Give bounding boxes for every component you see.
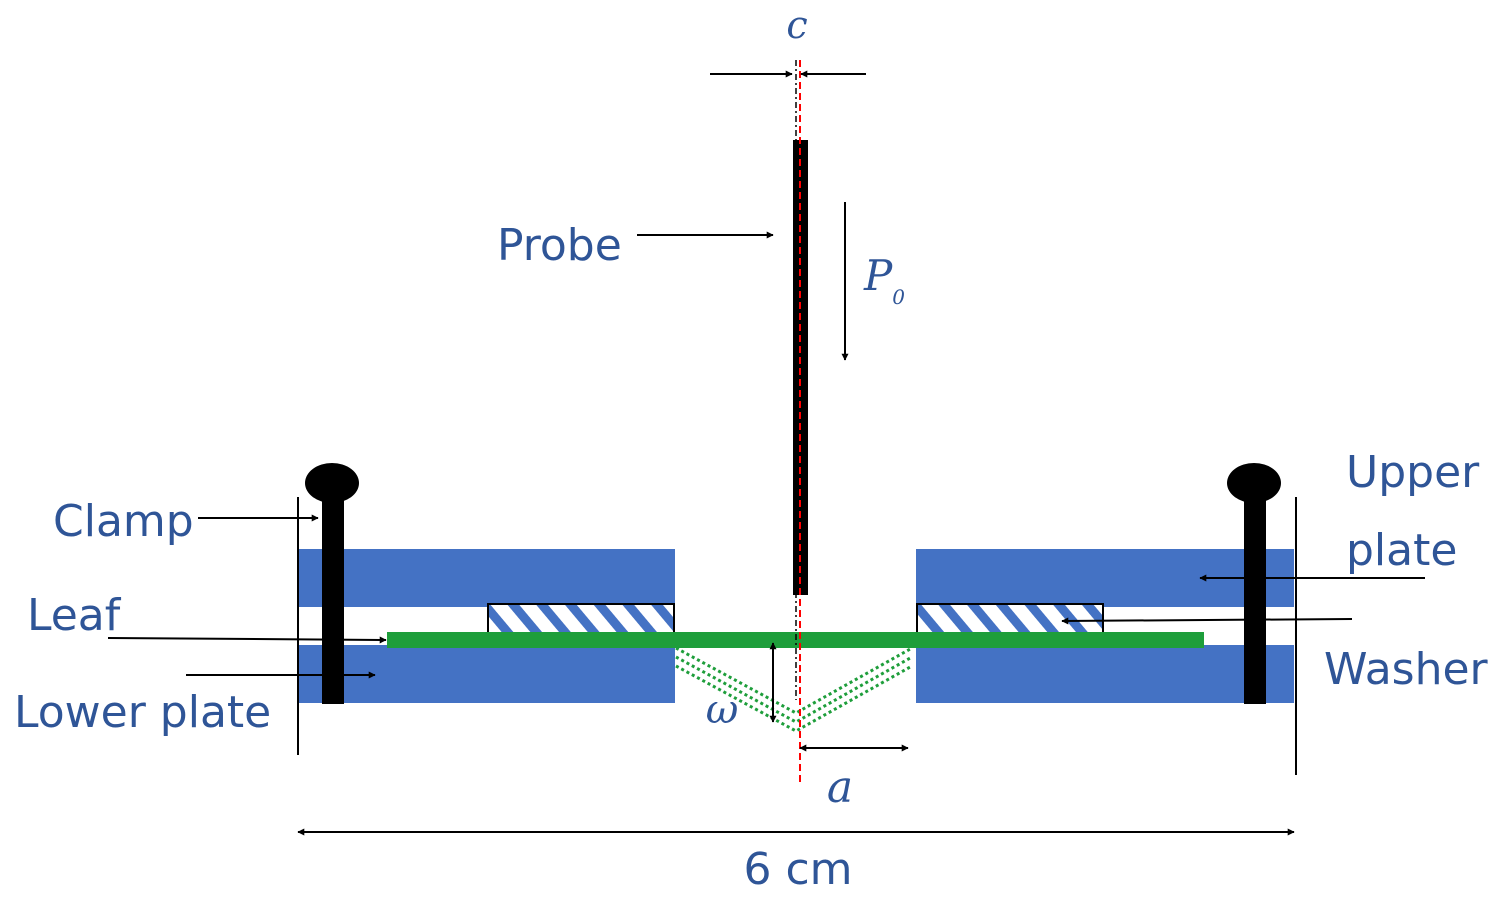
arrow-icon	[107, 636, 387, 644]
lower-plate-label: Lower plate	[14, 687, 271, 738]
deflection-label: ω	[706, 687, 739, 733]
washer-right	[916, 603, 1104, 634]
bolt-icon	[305, 463, 359, 503]
force-label: P0	[863, 251, 905, 309]
force-subscript: 0	[892, 285, 905, 309]
clamp-left	[305, 463, 359, 704]
upper-plate-label-line2: plate	[1346, 525, 1457, 576]
upper-plate-left	[298, 549, 675, 607]
upper-plate-label-line1: Upper	[1346, 447, 1480, 498]
washer-left	[487, 603, 675, 634]
width-label: 6 cm	[743, 844, 852, 895]
arrow-icon	[1061, 617, 1353, 625]
clamp-right	[1227, 463, 1281, 704]
washer-label: Washer	[1324, 644, 1489, 695]
offset-label: c	[786, 3, 807, 47]
lower-plate-right	[916, 645, 1294, 703]
clamp-label: Clamp	[53, 496, 194, 547]
leaf-label: Leaf	[27, 590, 122, 641]
bolt-icon	[1227, 463, 1281, 503]
radius-label: a	[827, 762, 853, 813]
probe-label: Probe	[497, 220, 622, 271]
